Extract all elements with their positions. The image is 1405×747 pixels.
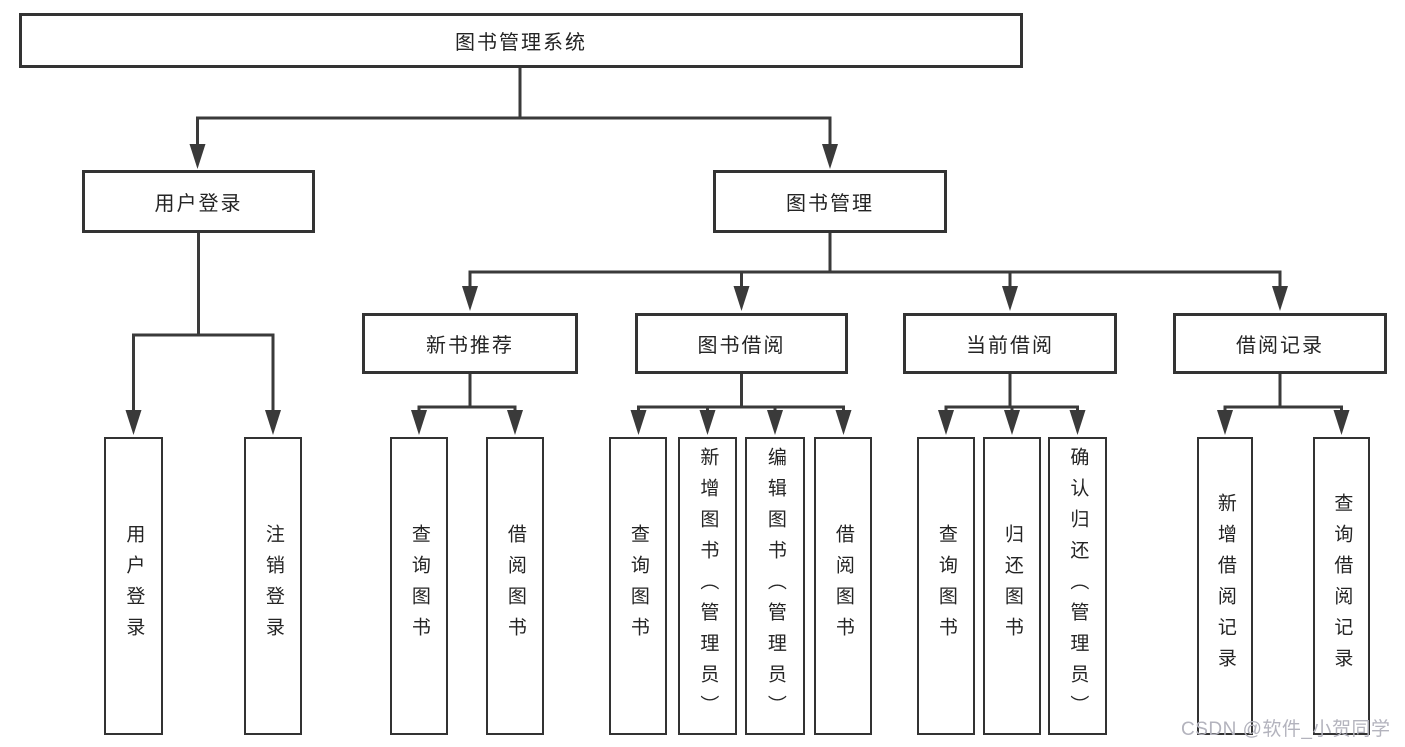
- node-label: 图书管理: [786, 193, 874, 215]
- arrowhead-icon: [507, 410, 523, 435]
- leaf-bb-query-books: 查询图书: [609, 437, 667, 735]
- arrowhead-icon: [125, 410, 142, 435]
- node-label: 注销登录: [262, 524, 284, 648]
- node-label: 新增图书（管理员）: [697, 446, 719, 726]
- node-library-management-system: 图书管理系统: [19, 13, 1023, 68]
- arrowhead-icon: [265, 410, 281, 435]
- leaf-bb-add-books-admin: 新增图书（管理员）: [678, 437, 737, 735]
- arrowhead-icon: [1004, 410, 1020, 435]
- node-label: 查询图书: [935, 524, 957, 648]
- leaf-br-add-record: 新增借阅记录: [1197, 437, 1253, 735]
- node-label: 编辑图书（管理员）: [764, 446, 786, 726]
- leaf-user-login: 用户登录: [104, 437, 163, 735]
- arrowhead-icon: [699, 410, 716, 435]
- node-label: 查询图书: [408, 524, 430, 648]
- arrowhead-icon: [1002, 286, 1018, 311]
- leaf-logout-login: 注销登录: [244, 437, 302, 735]
- node-label: 新书推荐: [426, 335, 514, 357]
- arrowhead-icon: [767, 410, 783, 435]
- leaf-nb-borrow-books: 借阅图书: [486, 437, 544, 735]
- node-user-login: 用户登录: [82, 170, 315, 233]
- connector-book-management-to-level3: [468, 231, 1282, 290]
- node-new-book-recommend: 新书推荐: [362, 313, 578, 374]
- arrowhead-icon: [411, 410, 427, 435]
- node-label: 查询借阅记录: [1331, 493, 1353, 679]
- arrowhead-icon: [189, 144, 206, 169]
- csdn-watermark: CSDN @软件_小贺同学: [1181, 719, 1391, 740]
- node-label: 借阅图书: [832, 524, 854, 648]
- node-label: 用户登录: [123, 524, 145, 648]
- node-borrowing-records: 借阅记录: [1173, 313, 1387, 374]
- leaf-cb-query-books: 查询图书: [917, 437, 975, 735]
- arrowhead-icon: [1333, 410, 1350, 435]
- connector-root-to-level2: [196, 66, 832, 147]
- arrowhead-icon: [630, 410, 647, 435]
- node-label: 新增借阅记录: [1214, 493, 1236, 679]
- node-label: 查询图书: [627, 524, 649, 648]
- node-label: 借阅记录: [1236, 335, 1324, 357]
- leaf-br-query-record: 查询借阅记录: [1313, 437, 1370, 735]
- leaf-cb-return-books: 归还图书: [983, 437, 1041, 735]
- node-label: 借阅图书: [504, 524, 526, 648]
- arrowhead-icon: [1069, 410, 1086, 435]
- node-label: 图书管理系统: [455, 32, 587, 54]
- leaf-cb-confirm-return-admin: 确认归还（管理员）: [1048, 437, 1107, 735]
- node-label: 用户登录: [154, 193, 243, 215]
- connector-user-login-to-leaves: [132, 231, 275, 413]
- arrowhead-icon: [1217, 410, 1233, 435]
- arrowhead-icon: [938, 410, 954, 435]
- arrowhead-icon: [1272, 286, 1288, 311]
- arrowhead-icon: [733, 286, 750, 311]
- node-current-borrowing: 当前借阅: [903, 313, 1117, 374]
- leaf-bb-edit-books-admin: 编辑图书（管理员）: [745, 437, 805, 735]
- node-label: 图书借阅: [697, 335, 786, 357]
- node-book-borrowing: 图书借阅: [635, 313, 848, 374]
- connector-book-borrowing-to-leaves: [637, 372, 845, 413]
- node-label: 确认归还（管理员）: [1067, 446, 1089, 726]
- arrowhead-icon: [835, 410, 852, 435]
- arrowhead-icon: [822, 144, 838, 169]
- connector-current-borrowing-to-leaves: [944, 372, 1079, 413]
- node-label: 归还图书: [1001, 524, 1023, 648]
- node-label: 当前借阅: [966, 335, 1054, 357]
- leaf-nb-query-books: 查询图书: [390, 437, 448, 735]
- connector-borrowing-records-to-leaves: [1223, 372, 1343, 413]
- arrowhead-icon: [462, 286, 478, 311]
- node-book-management: 图书管理: [713, 170, 947, 233]
- connector-new-book-to-leaves: [417, 372, 517, 413]
- leaf-bb-borrow-books: 借阅图书: [814, 437, 872, 735]
